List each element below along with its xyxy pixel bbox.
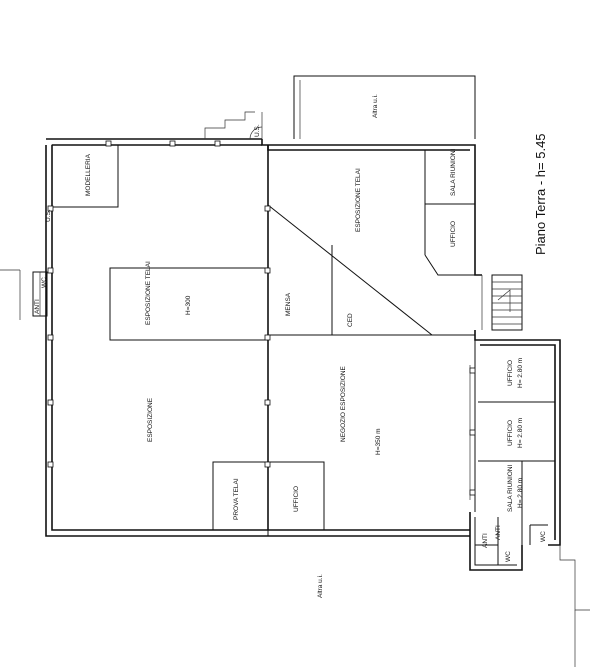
label-esposizione-telai-right: ESPOSIZIONE TELAI <box>355 168 362 232</box>
label-wc-left: WC <box>41 277 48 288</box>
room-ufficio-bottom <box>267 461 325 531</box>
label-mensa: MENSA <box>285 292 292 316</box>
stairs-right <box>481 274 523 331</box>
label-esposizione-telai-left: ESPOSIZIONE TELAI <box>145 261 152 325</box>
altra-ui-top-block <box>293 75 476 139</box>
label-h300: H=300 <box>185 295 192 315</box>
label-ufficio-bottom: UFFICIO <box>293 486 300 512</box>
label-h350: H=350 m <box>375 428 382 455</box>
outer-walls <box>45 138 561 571</box>
structural-columns <box>47 140 476 496</box>
label-wc-b1: WC <box>505 551 512 562</box>
label-ufficio-r2: UFFICIO <box>507 420 514 446</box>
plan-title: Piano Terra - h= 5.45 <box>533 133 548 255</box>
label-sala-riunioni-bottom-h: H= 2.80 m <box>517 478 524 508</box>
label-altra-ui-top: Altra u.i. <box>372 94 379 118</box>
label-prova-telai: PROVA TELAI <box>233 478 240 520</box>
site-boundary <box>559 545 590 611</box>
label-negozio-esposizione: NEGOZIO ESPOSIZIONE <box>340 365 347 442</box>
label-us-top: U.S. <box>254 124 261 137</box>
label-sala-riunioni-bottom: SALA RIUNIONI <box>507 464 514 512</box>
label-esposizione: ESPOSIZIONE <box>147 397 154 442</box>
label-anti-left: ANTI <box>34 299 41 314</box>
label-ufficio-r1-h: H= 2.80 m <box>517 358 524 388</box>
top-entrance <box>204 111 263 140</box>
label-modelleria: MODELLERIA <box>85 153 92 196</box>
left-edge-lines <box>0 269 48 320</box>
label-ced: CED <box>347 313 354 327</box>
room-prova-telai <box>212 461 269 531</box>
label-us-left: U.S. <box>45 209 52 222</box>
label-sala-riunioni-top: SALA RIUNIONI <box>450 148 457 196</box>
label-ufficio-r1: UFFICIO <box>507 360 514 386</box>
label-ufficio-top: UFFICIO <box>450 221 457 247</box>
label-altra-ui-bottom: Altra u.i. <box>317 574 324 598</box>
room-modelleria <box>51 144 119 208</box>
label-anti-b2: ANTI <box>495 525 502 540</box>
label-ufficio-r2-h: H= 2.80 m <box>517 418 524 448</box>
label-wc-b2: WC <box>540 531 547 542</box>
label-anti-b1: ANTI <box>482 533 489 548</box>
